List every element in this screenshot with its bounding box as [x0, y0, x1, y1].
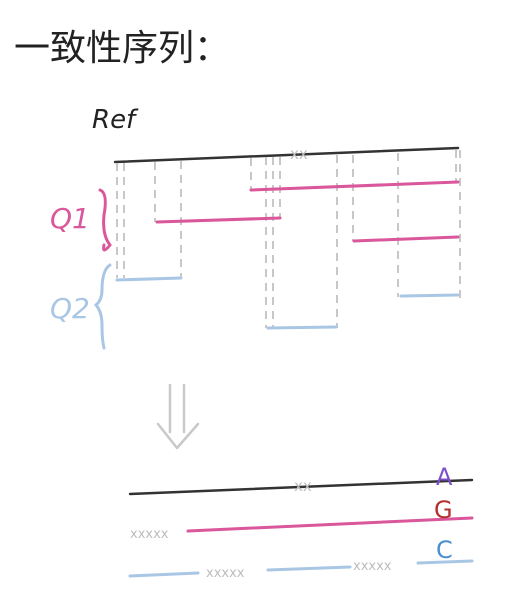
- base-letter-g: G: [434, 496, 453, 524]
- consensus-q1-line: [186, 516, 474, 533]
- q1-read: [249, 180, 460, 192]
- consensus-crosses: xx: [294, 477, 312, 495]
- q1-read: [155, 216, 282, 224]
- down-arrow-icon: [156, 383, 200, 450]
- diagram-title: 一致性序列：: [14, 28, 230, 69]
- q1-label: Q1: [50, 202, 90, 235]
- ref-label: Ref: [92, 105, 139, 135]
- q1-masked-region: xxxxx: [130, 527, 169, 542]
- consensus-reference-line: [128, 478, 474, 496]
- base-letter-c: C: [436, 536, 453, 564]
- q2-label: Q2: [50, 292, 90, 325]
- q1-read: [352, 235, 460, 243]
- consensus-q2-segment: [128, 571, 200, 578]
- q2-reads: [115, 276, 460, 330]
- consensus-q2-segment: [416, 559, 474, 565]
- base-letter-a: A: [436, 463, 453, 491]
- q1-brace: [98, 188, 112, 252]
- q2-masked-region: xxxxx: [206, 566, 245, 581]
- reference-crosses: xx: [290, 145, 308, 163]
- q2-read: [266, 325, 338, 330]
- consensus-q2-segment: [266, 565, 352, 572]
- q2-masked-region: xxxxx: [353, 559, 392, 574]
- q1-reads: [155, 180, 460, 243]
- q2-read: [399, 293, 460, 298]
- q2-brace: [93, 263, 112, 350]
- reference-line: [113, 146, 460, 164]
- q2-read: [115, 276, 183, 282]
